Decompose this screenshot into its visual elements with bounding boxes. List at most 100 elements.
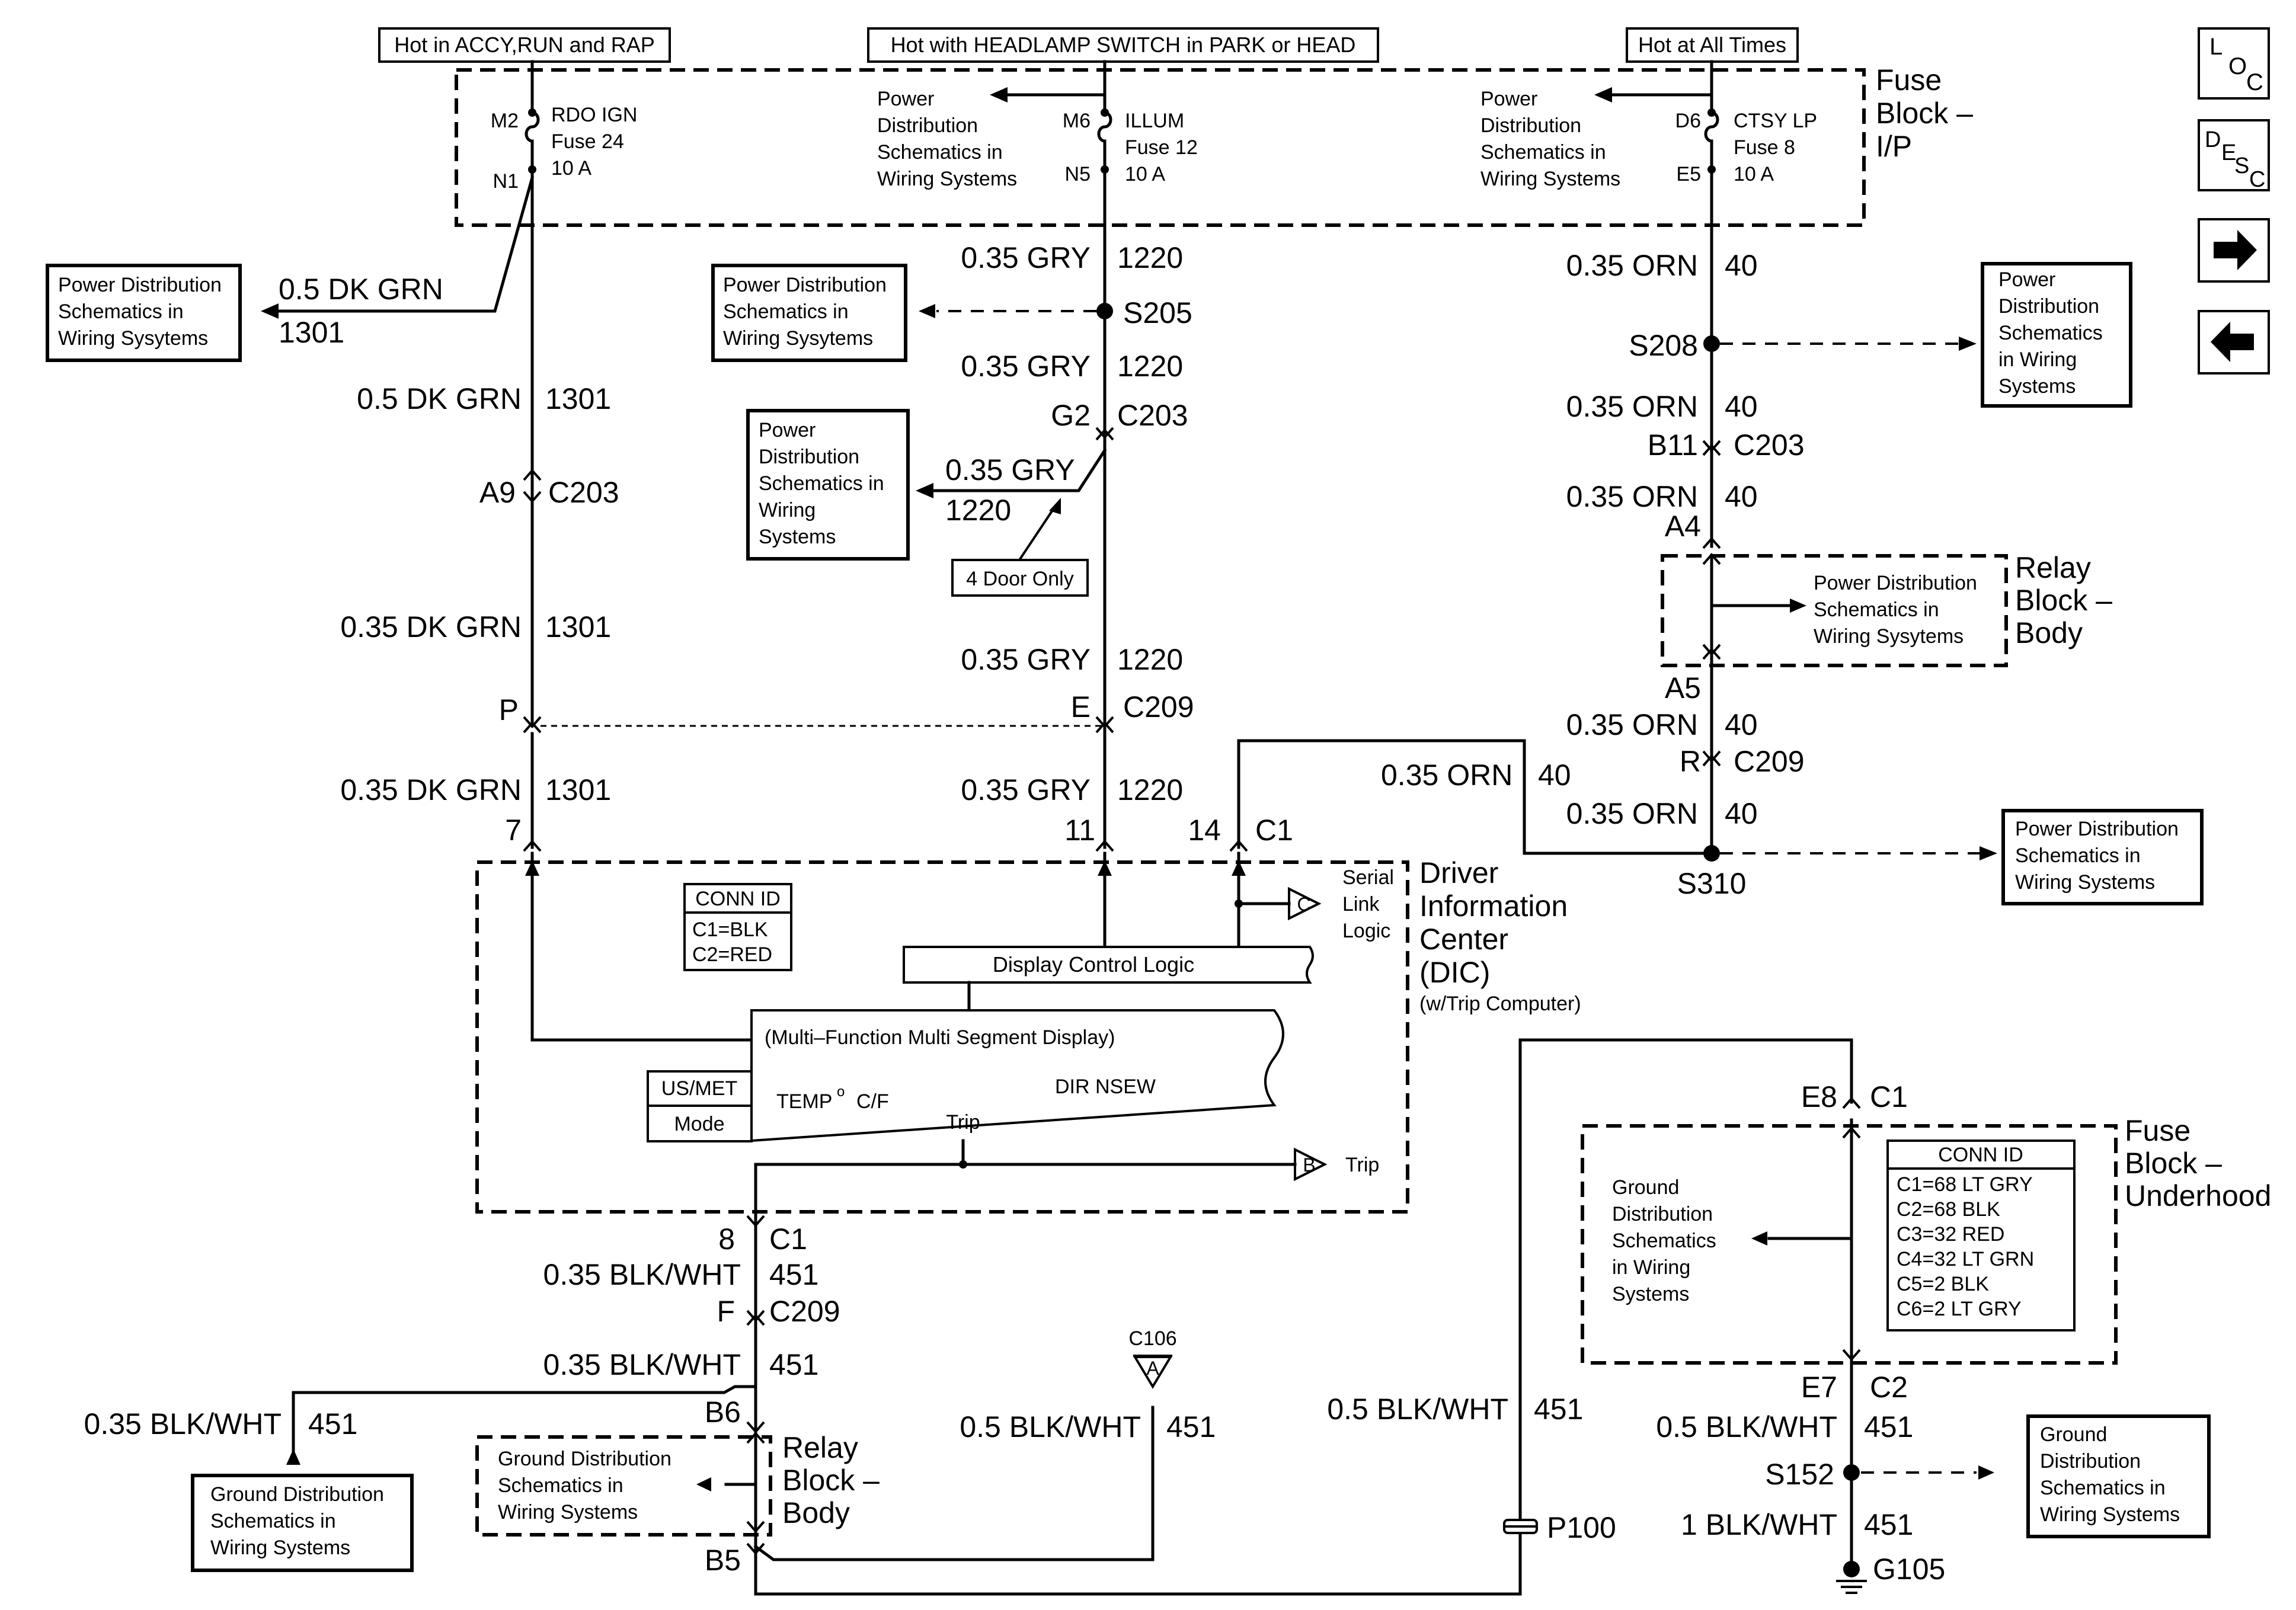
- svg-text:0.35 DK GRN: 0.35 DK GRN: [340, 773, 522, 806]
- svg-text:Fuse 24: Fuse 24: [551, 130, 624, 153]
- ref-pd-relay: Power Distribution Schematics in Wiring …: [1814, 572, 1977, 648]
- svg-text:451: 451: [769, 1348, 818, 1381]
- svg-text:RDO IGN: RDO IGN: [551, 104, 637, 126]
- svg-text:C209: C209: [769, 1295, 840, 1328]
- svg-text:C1: C1: [1870, 1080, 1908, 1113]
- svg-text:Block –: Block –: [782, 1464, 880, 1497]
- svg-text:M2: M2: [491, 110, 519, 132]
- svg-text:14: 14: [1188, 814, 1221, 847]
- svg-text:1 BLK/WHT: 1 BLK/WHT: [1681, 1508, 1837, 1541]
- svg-text:C1=BLK: C1=BLK: [692, 918, 768, 941]
- svg-text:in Wiring: in Wiring: [1612, 1256, 1690, 1279]
- svg-text:1220: 1220: [945, 494, 1011, 527]
- dic-conn-id: CONN ID C1=BLK C2=RED: [683, 883, 792, 971]
- us-met-mode-button[interactable]: US/MET Mode: [647, 1070, 753, 1142]
- svg-text:D6: D6: [1675, 110, 1701, 132]
- svg-text:10 A: 10 A: [1734, 163, 1774, 185]
- svg-text:C106: C106: [1128, 1327, 1176, 1350]
- svg-text:Wiring Sysytems: Wiring Sysytems: [1814, 625, 1964, 648]
- svg-text:Distribution: Distribution: [2040, 1450, 2141, 1473]
- svg-text:Schematics in: Schematics in: [58, 300, 184, 323]
- svg-text:in Wiring: in Wiring: [1998, 348, 2077, 371]
- svg-text:Wiring Sysytems: Wiring Sysytems: [723, 327, 873, 350]
- ref-pd-fuse8: Power Distribution Schematics in Wiring …: [1480, 88, 1620, 190]
- svg-text:P: P: [499, 693, 519, 726]
- svg-text:(Multi–Function Multi Segment: (Multi–Function Multi Segment Display): [765, 1026, 1115, 1049]
- underhood-conn-id: CONN ID C1=68 LT GRY C2=68 BLK C3=32 RED…: [1886, 1140, 2076, 1331]
- svg-text:S205: S205: [1123, 296, 1192, 329]
- ref-gd-s152: Ground Distribution Schematics in Wiring…: [2026, 1414, 2211, 1538]
- svg-text:Fuse: Fuse: [1876, 63, 1942, 97]
- svg-text:Power Distribution: Power Distribution: [2015, 818, 2179, 840]
- svg-text:Display Control Logic: Display Control Logic: [993, 952, 1194, 977]
- svg-text:0.35 ORN: 0.35 ORN: [1566, 390, 1698, 423]
- svg-text:Relay: Relay: [782, 1431, 858, 1464]
- svg-text:1220: 1220: [1117, 643, 1183, 676]
- svg-text:Schematics in: Schematics in: [2015, 844, 2141, 867]
- svg-text:8: 8: [718, 1222, 735, 1256]
- svg-text:451: 451: [769, 1258, 818, 1291]
- svg-text:E: E: [1071, 690, 1091, 724]
- svg-text:Block –: Block –: [1876, 97, 1973, 130]
- svg-text:Ground Distribution: Ground Distribution: [498, 1448, 671, 1470]
- svg-text:0.35 GRY: 0.35 GRY: [945, 453, 1075, 486]
- svg-text:C: C: [2249, 167, 2265, 192]
- four-door-only-note: 4 Door Only: [951, 498, 1089, 597]
- svg-text:Wiring Systems: Wiring Systems: [498, 1501, 638, 1523]
- svg-text:11: 11: [1064, 814, 1095, 847]
- svg-text:Block –: Block –: [2125, 1147, 2222, 1180]
- svg-text:Block –: Block –: [2015, 584, 2112, 617]
- svg-text:C: C: [1297, 894, 1310, 915]
- ref-pd-s208: Power Distribution Schematics in Wiring …: [1981, 262, 2132, 408]
- svg-text:Schematics: Schematics: [1998, 322, 2103, 344]
- svg-text:A4: A4: [1665, 510, 1701, 543]
- svg-text:Body: Body: [782, 1496, 850, 1529]
- svg-text:C: C: [2246, 69, 2263, 95]
- svg-text:Wiring Systems: Wiring Systems: [2040, 1503, 2180, 1526]
- prev-arrow-icon[interactable]: [2198, 310, 2270, 375]
- svg-text:0.35 BLK/WHT: 0.35 BLK/WHT: [543, 1348, 741, 1381]
- desc-button[interactable]: D E S C: [2198, 119, 2270, 192]
- svg-text:o: o: [837, 1084, 845, 1100]
- svg-text:E7: E7: [1801, 1371, 1837, 1404]
- svg-text:Hot in ACCY,RUN and RAP: Hot in ACCY,RUN and RAP: [394, 33, 655, 57]
- svg-text:1220: 1220: [1117, 241, 1183, 274]
- svg-text:0.35 DK GRN: 0.35 DK GRN: [340, 610, 522, 644]
- svg-text:Distribution: Distribution: [759, 446, 859, 468]
- svg-text:40: 40: [1725, 480, 1758, 513]
- svg-text:CONN ID: CONN ID: [1938, 1144, 2023, 1166]
- svg-text:40: 40: [1538, 758, 1571, 792]
- svg-text:Power: Power: [759, 419, 816, 441]
- svg-text:C209: C209: [1123, 690, 1194, 724]
- svg-text:40: 40: [1725, 390, 1758, 423]
- svg-text:451: 451: [1864, 1508, 1913, 1541]
- multi-function-display: (Multi–Function Multi Segment Display) T…: [750, 1009, 1284, 1142]
- svg-text:10 A: 10 A: [1125, 163, 1165, 185]
- relay-block-upper-label: Relay Block – Body: [2015, 551, 2112, 649]
- loc-button[interactable]: L O C: [2198, 27, 2270, 100]
- header-accy: Hot in ACCY,RUN and RAP: [378, 27, 671, 63]
- svg-text:C/F: C/F: [856, 1090, 889, 1113]
- next-arrow-icon[interactable]: [2198, 218, 2270, 283]
- svg-text:Power: Power: [877, 88, 934, 110]
- svg-text:E: E: [2221, 140, 2236, 165]
- svg-text:S: S: [2234, 153, 2249, 178]
- dic-module-outline: [475, 860, 1409, 1214]
- svg-text:Power Distribution: Power Distribution: [1814, 572, 1977, 594]
- svg-text:0.35 ORN: 0.35 ORN: [1566, 708, 1698, 741]
- svg-text:C1=68 LT GRY: C1=68 LT GRY: [1897, 1173, 2033, 1196]
- svg-text:0.35 GRY: 0.35 GRY: [961, 643, 1091, 676]
- svg-text:0.35 GRY: 0.35 GRY: [961, 773, 1091, 806]
- svg-text:0.35 GRY: 0.35 GRY: [961, 350, 1091, 383]
- svg-text:C2: C2: [1870, 1371, 1908, 1404]
- svg-text:Wiring Systems: Wiring Systems: [877, 168, 1017, 190]
- svg-text:I/P: I/P: [1876, 130, 1912, 163]
- svg-text:Serial: Serial: [1342, 866, 1394, 889]
- svg-text:C5=2 BLK: C5=2 BLK: [1897, 1273, 1989, 1295]
- svg-text:Ground: Ground: [2040, 1423, 2107, 1446]
- svg-text:Systems: Systems: [1998, 375, 2076, 398]
- svg-text:0.5 DK GRN: 0.5 DK GRN: [279, 273, 443, 306]
- relay-block-lower-label: Relay Block – Body: [782, 1431, 880, 1529]
- ref-pd-c203: Power Distribution Schematics in Wiring …: [746, 409, 910, 561]
